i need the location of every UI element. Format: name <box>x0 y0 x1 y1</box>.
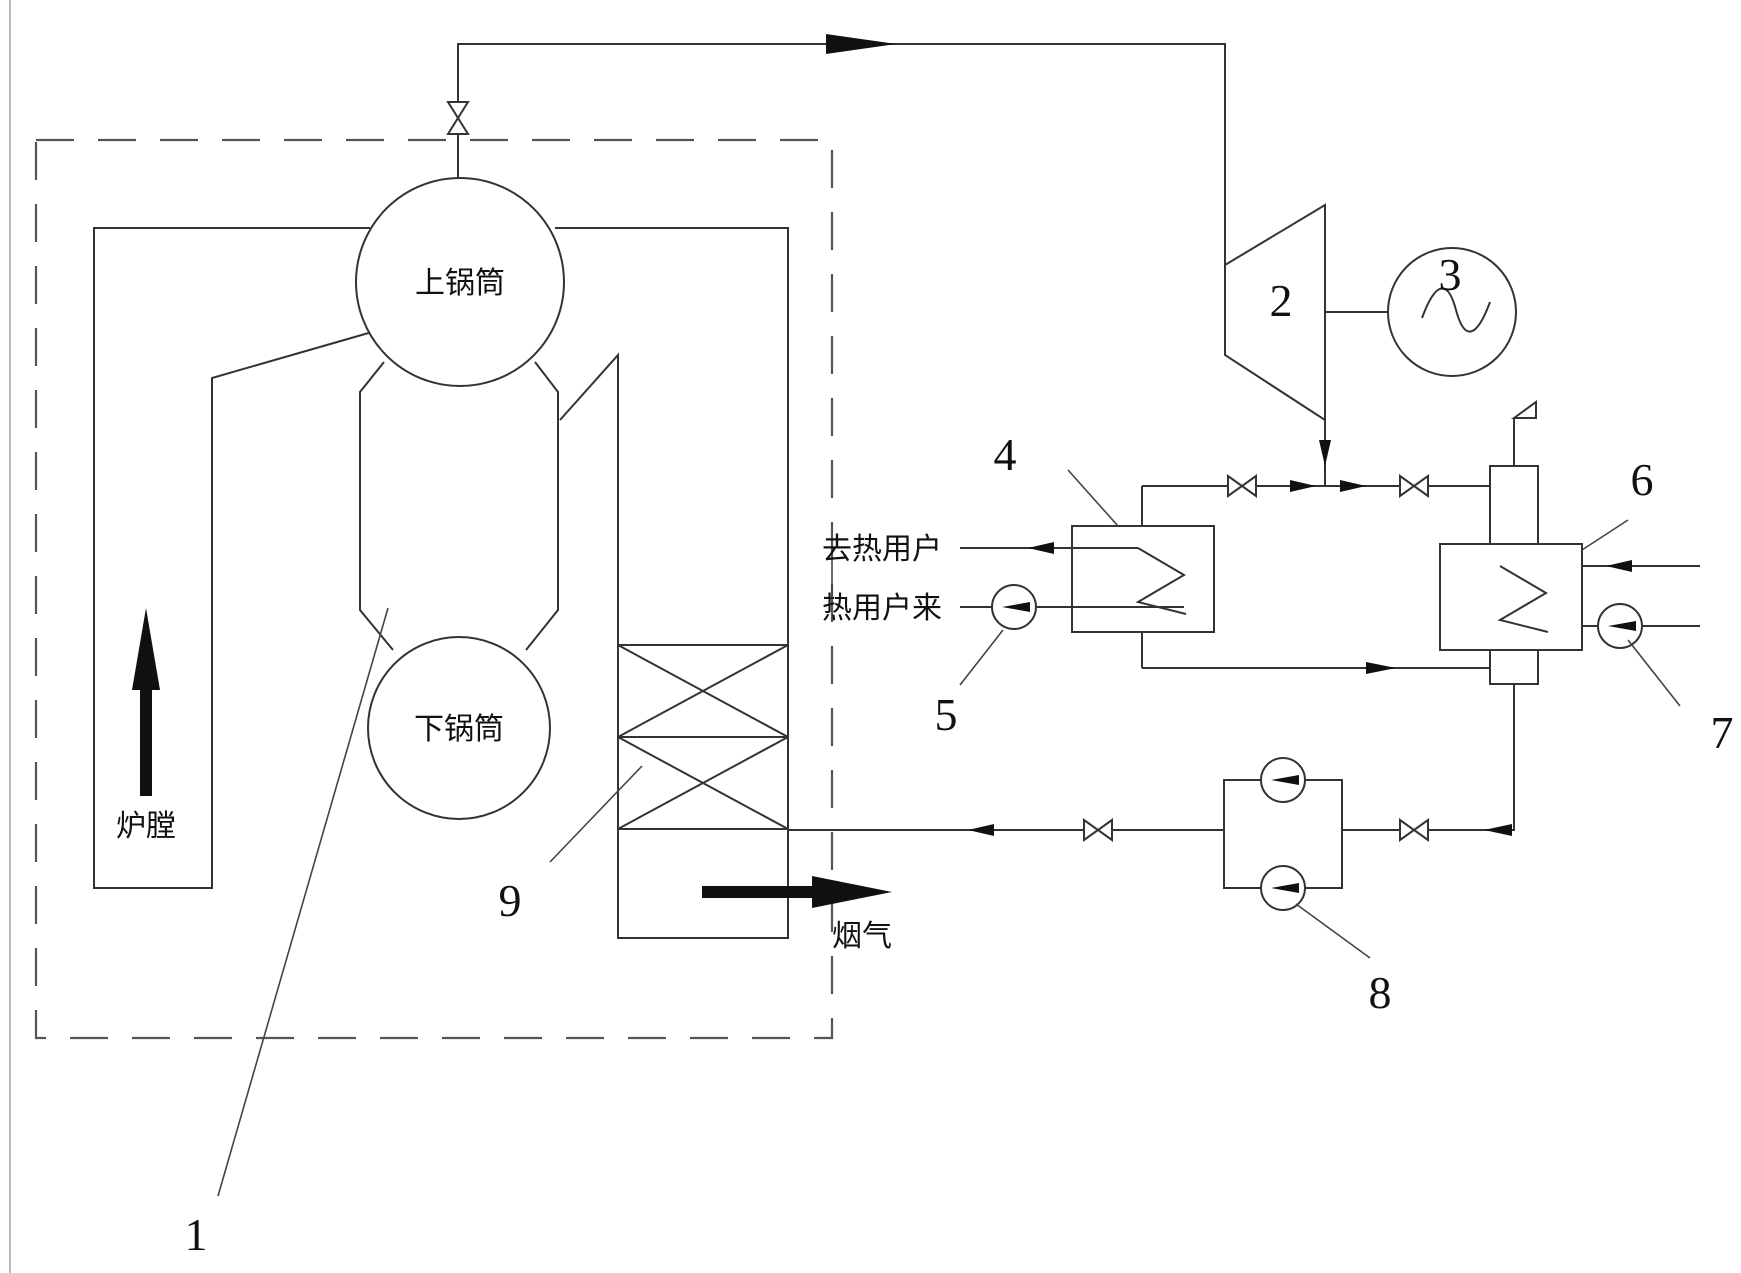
generating-tube-bank <box>360 362 558 650</box>
main-steam-line <box>448 34 1225 265</box>
label-8: 8 <box>1369 967 1392 1018</box>
label-3: 3 <box>1439 249 1462 300</box>
label-6: 6 <box>1631 454 1654 505</box>
condenser-steam-valve <box>1400 476 1428 496</box>
heater-steam-valve <box>1228 476 1256 496</box>
feedwater-valve-right <box>1400 820 1428 840</box>
heating-circulation-pump <box>992 585 1036 629</box>
steam-turbine <box>1225 205 1388 420</box>
label-4: 4 <box>994 429 1017 480</box>
label-5: 5 <box>935 689 958 740</box>
feedwater-pump-bottom <box>1261 866 1305 910</box>
lower-drum-label: 下锅筒 <box>414 712 504 747</box>
exhaust-steam-line <box>1142 420 1493 526</box>
flue-gas-arrow: 烟气 <box>702 876 892 954</box>
from-heat-user-label: 热用户来 <box>822 591 942 626</box>
upper-drum-label: 上锅筒 <box>415 266 505 301</box>
to-heat-user-label: 去热用户 <box>822 532 942 567</box>
steam-valve <box>448 102 468 134</box>
lower-drum: 下锅筒 <box>368 637 550 819</box>
feedwater-valve-left <box>1084 820 1112 840</box>
cooling-water-pump <box>1598 604 1642 648</box>
condenser <box>1440 402 1700 684</box>
economizer <box>618 645 788 829</box>
furnace-flow-arrow: 炉膛 <box>116 608 176 844</box>
furnace-label: 炉膛 <box>116 809 176 844</box>
upper-drum: 上锅筒 <box>356 178 564 386</box>
label-2: 2 <box>1270 275 1293 326</box>
flue-gas-label: 烟气 <box>832 919 892 954</box>
feedwater-line <box>788 684 1514 888</box>
label-7: 7 <box>1711 707 1734 758</box>
feedwater-pump-top <box>1261 758 1305 802</box>
label-1: 1 <box>185 1209 208 1260</box>
label-9: 9 <box>499 875 522 926</box>
